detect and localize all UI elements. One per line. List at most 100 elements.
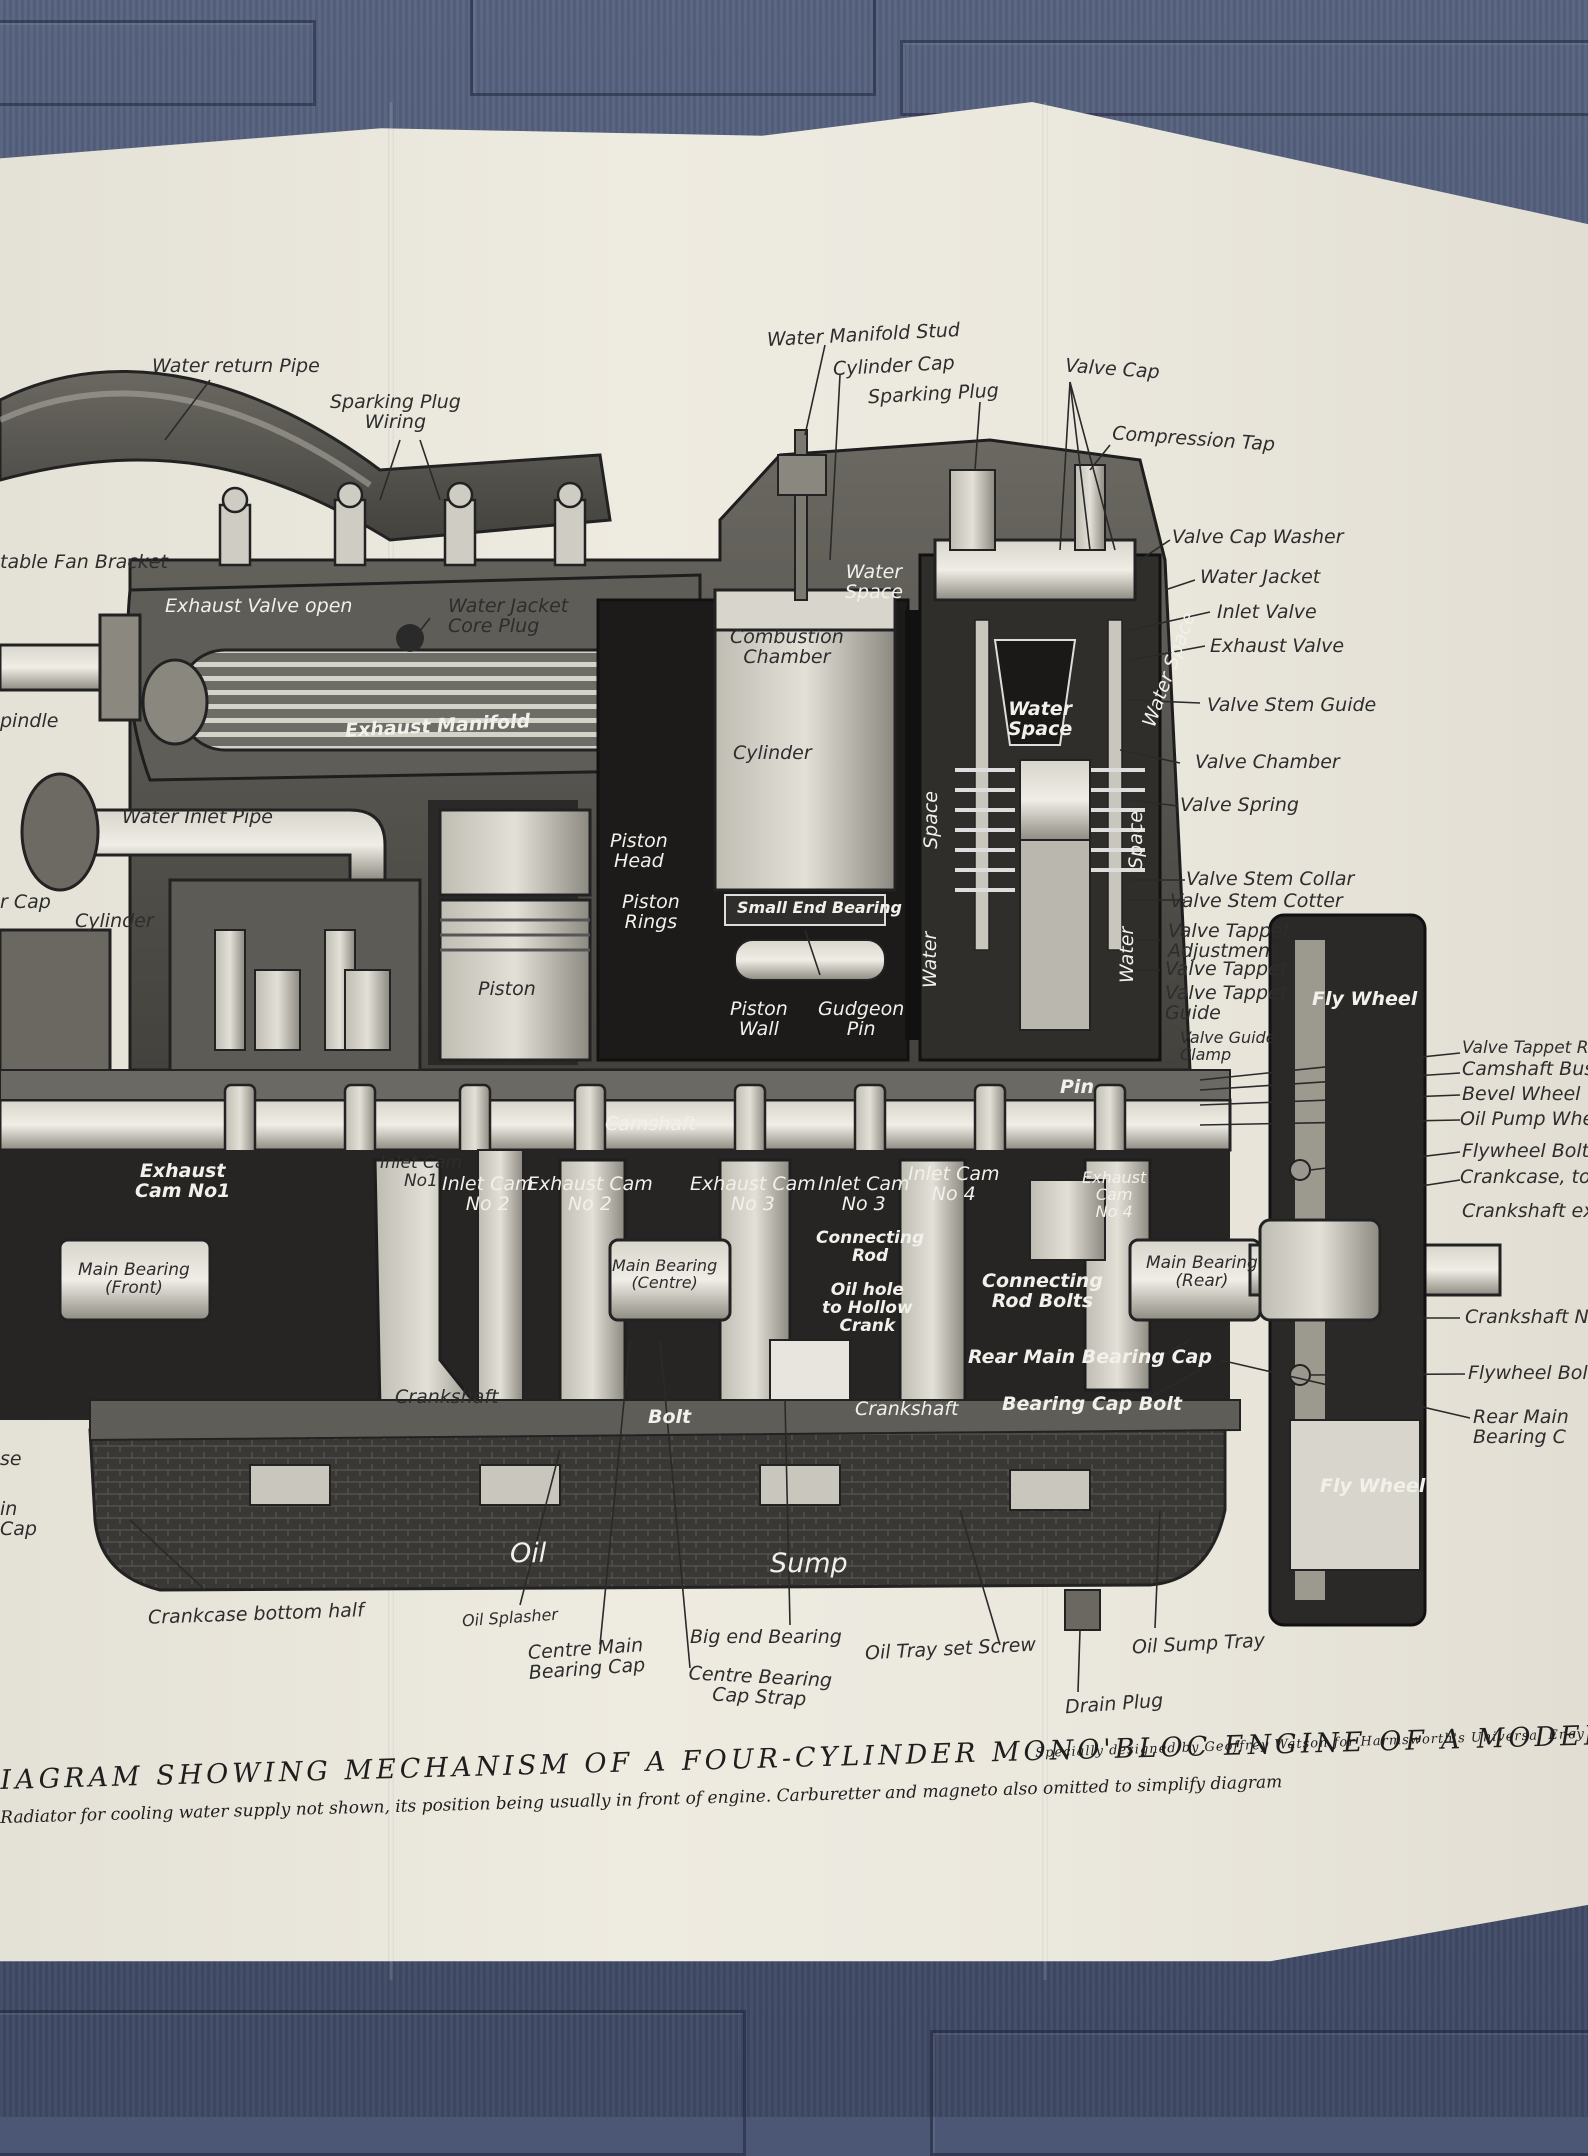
label-centre-main-bearing-cap: Centre Main Bearing Cap [527,1634,646,1684]
label-exhaust-valve-open: Exhaust Valve open [165,595,353,617]
label-valve-spring: Valve Spring [1180,794,1299,816]
label-camshaft-bus: Camshaft Bus [1462,1058,1588,1080]
exhaust-valve-stem [1107,619,1123,951]
label-flywheel-bolt-top: Flywheel Bolt [1462,1140,1588,1162]
label-fly-wheel-top: Fly Wheel [1312,988,1418,1010]
label-valve-tappet-ro: Valve Tappet Ro [1462,1038,1588,1058]
oil-splashers [249,1464,1091,1511]
label-centre-bearing-cap-strap: Centre Bearing Cap Strap [688,1662,833,1711]
label-water-inlet-pipe: Water Inlet Pipe [122,806,273,828]
gudgeon-pin [734,939,886,981]
label-r-cap: r Cap [0,891,51,913]
sparking-plugs-row [218,481,587,567]
big-end-bearing [769,1339,851,1401]
label-exhaust-valve: Exhaust Valve [1210,635,1345,657]
label-water-space-valve: Water Space [1008,698,1073,740]
label-piston: Piston [478,978,536,1000]
label-flywheel-bol: Flywheel Bol [1468,1362,1588,1384]
label-valve-tappet: Valve Tappet [1165,958,1288,980]
label-valve-stem-collar: Valve Stem Collar [1186,868,1355,890]
label-water-right: Water [1116,926,1139,984]
label-crankshaft-n: Crankshaft N [1465,1306,1588,1328]
label-main-bearing-rear: Main Bearing (Rear) [1146,1253,1258,1291]
label-rear-main-bearing-cap: Rear Main Bearing Cap [968,1346,1212,1368]
label-big-end-bearing: Big end Bearing [690,1626,842,1648]
label-sparking-plug-wiring: Sparking Plug Wiring [330,391,461,433]
label-inlet-cam-3: Inlet Cam No 3 [818,1173,910,1215]
label-inlet-cam-2: Inlet Cam No 2 [442,1173,534,1215]
main-bearings [58,1238,1262,1322]
label-exhaust-cam-1: Exhaust Cam No1 [135,1160,231,1202]
label-space-vertical: Space [919,791,942,849]
label-main-bearing-centre: Main Bearing (Centre) [612,1256,718,1292]
inlet-valve-stem [974,619,990,951]
label-valve-stem-cotter: Valve Stem Cotter [1170,890,1343,912]
label-combustion-chamber: Combustion Chamber [730,626,844,668]
label-water-vertical: Water [919,931,942,989]
label-piston-head: Piston Head [610,830,668,872]
label-space-right: Space [1124,811,1147,869]
label-cylinder-center: Cylinder [733,742,812,764]
core-plug [396,624,424,652]
label-bearing-cap-bolt: Bearing Cap Bolt [1002,1393,1182,1415]
label-valve-chamber: Valve Chamber [1195,751,1340,773]
label-rear-main-bearing-c: Rear Main Bearing C [1473,1406,1569,1448]
wall-panel-top-mid [470,0,876,96]
compression-tap [1074,464,1106,551]
label-water-jacket-core-plug: Water Jacket Core Plug [448,595,569,637]
connecting-rod [477,1149,524,1411]
label-oil-pump-whee: Oil Pump Whee [1460,1108,1588,1130]
label-connecting-rod-bolts: Connecting Rod Bolts [982,1270,1103,1312]
connecting-rod-bolts-block [1029,1179,1106,1261]
label-bevel-wheel: Bevel Wheel (O [1462,1083,1588,1105]
oil-sump [88,1418,1227,1592]
crankcase-bottom-wall [89,1399,1241,1442]
label-valve-guide-clamp: Valve Guide Clamp [1180,1028,1276,1064]
valve-chamber-piston [1019,759,1091,841]
label-crankshaft-ex: Crankshaft ex [1462,1200,1588,1222]
label-exhaust-cam-2: Exhaust Cam No 2 [527,1173,653,1215]
drain-plug [1064,1589,1101,1631]
label-main-bearing-front: Main Bearing (Front) [78,1260,190,1298]
label-pin: Pin [1060,1076,1094,1098]
label-exhaust-cam-4: Exhaust Cam No 4 [1082,1168,1147,1221]
label-gudgeon-pin: Gudgeon Pin [818,998,905,1040]
label-in-cap: in Cap [0,1498,37,1540]
label-valve-tappet-adjustment: Valve Tappet Adjustment [1168,920,1291,962]
label-camshaft: Camshaft [605,1113,697,1135]
label-piston-wall: Piston Wall [730,998,788,1040]
piston-head-top [438,808,592,897]
label-inlet-cam-1: Inlet Cam No1 [380,1153,462,1191]
wall-panel-top-left [0,20,316,106]
cylinder-cap-block [777,454,827,496]
small-end-bar [724,894,886,926]
label-valve-cap-washer: Valve Cap Washer [1172,526,1344,548]
label-se: se [0,1448,22,1470]
label-sump: Sump [770,1548,848,1579]
left-tappets [214,929,391,1051]
label-fly-wheel-bottom: Fly Wheel [1320,1475,1426,1497]
label-bolt: Bolt [648,1406,692,1428]
manifold-end-cap [141,658,209,746]
leader-lines [129,344,1471,1693]
label-connecting-rod: Connecting Rod [816,1228,925,1266]
camshaft-cams [223,1083,1127,1167]
valve-tappet-block [1019,839,1091,1031]
label-valve-tappet-guide: Valve Tappet Guide [1165,982,1288,1024]
label-crankcase-top: Crankcase, to [1460,1166,1588,1188]
camshaft-housing [0,1069,1231,1101]
valve-springs [955,768,1145,892]
flywheel-hub [1258,1218,1382,1322]
label-piston-rings: Piston Rings [622,891,680,933]
water-inlet-pipe [58,808,387,882]
label-exhaust-cam-3: Exhaust Cam No 3 [690,1173,816,1215]
label-inlet-cam-4: Inlet Cam No 4 [908,1163,1000,1205]
label-water-return-pipe: Water return Pipe [152,355,320,377]
label-water-space-top: Water Space [845,561,903,603]
sparking-plug-right [949,469,996,551]
label-inlet-valve: Inlet Valve [1217,601,1317,623]
label-oil-hole: Oil hole to Hollow Crank [822,1280,913,1336]
label-crankshaft-right: Crankshaft [855,1398,959,1420]
label-table-fan-bracket: table Fan Bracket [0,551,168,573]
